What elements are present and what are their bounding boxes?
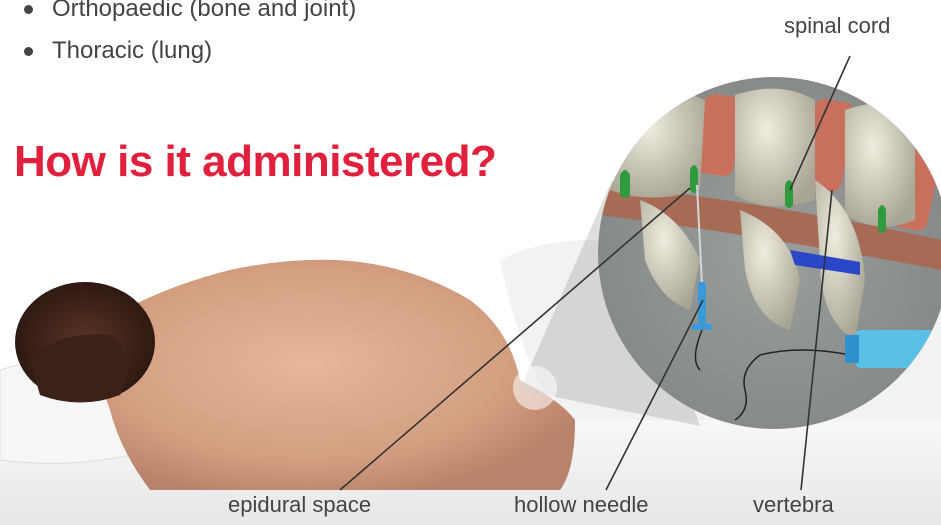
vertebra-body [735,89,815,207]
bullet-text: Orthopaedic (bone and joint) [52,0,356,22]
syringe-tip [845,335,859,363]
needle-flange [692,324,712,330]
bullet-text: Thoracic (lung) [52,37,212,64]
label-vertebra: vertebra [753,492,834,518]
nerve-root [620,170,630,198]
injection-site-marker [513,366,557,410]
nerve-root [878,205,886,233]
bullet-dot [24,47,33,56]
patient-back [90,260,575,490]
list-item: Thoracic (lung) [18,30,356,72]
bullet-dot [24,5,33,14]
label-hollow-needle: hollow needle [514,492,649,518]
list-item: Orthopaedic (bone and joint) [18,0,356,30]
label-epidural-space: epidural space [228,492,371,518]
label-spinal-cord: spinal cord [784,13,890,39]
indication-list: Orthopaedic (bone and joint) Thoracic (l… [18,0,356,72]
section-heading: How is it administered? [14,137,496,187]
